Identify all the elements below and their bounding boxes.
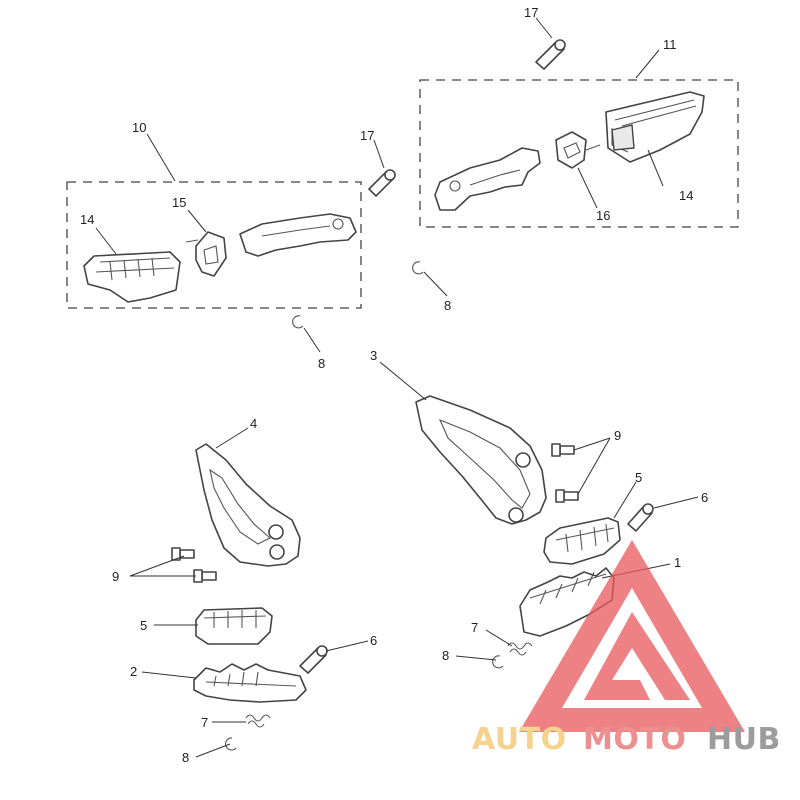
- callout-5-right: 5: [635, 470, 642, 485]
- bolt-9-c: [171, 547, 195, 561]
- callout-9-right: 9: [614, 428, 621, 443]
- callout-8-d: 8: [182, 750, 189, 765]
- pin-6-right: [627, 503, 654, 532]
- spring-7-right: [507, 642, 533, 656]
- callout-2: 2: [130, 664, 137, 679]
- callout-11: 11: [663, 37, 677, 52]
- circlip-8-d: [225, 737, 237, 751]
- pin-17-top: [535, 39, 566, 70]
- group-box-11: [419, 79, 739, 228]
- circlip-8-b: [292, 315, 304, 329]
- rubber-mount-16: [555, 131, 601, 169]
- callout-8-a: 8: [444, 298, 451, 313]
- callout-14-left: 14: [80, 212, 94, 227]
- group-box-10: [66, 181, 362, 309]
- hanger-bracket-3: [415, 395, 547, 525]
- logo-text-hub: HUB: [707, 722, 781, 757]
- callout-5-left: 5: [140, 618, 147, 633]
- callout-10: 10: [132, 120, 146, 135]
- callout-7-left: 7: [201, 715, 208, 730]
- footpeg-hanger-right: [434, 147, 541, 211]
- footpeg-2-left: [193, 663, 307, 703]
- circlip-8-a: [412, 261, 424, 275]
- circlip-8-c: [492, 655, 504, 669]
- callout-6-left: 6: [370, 633, 377, 648]
- automotohub-logo: AUTO MOTO HUB: [472, 540, 781, 757]
- hanger-bracket-4: [195, 443, 301, 567]
- footpeg-rubber-5-left: [195, 607, 273, 645]
- callout-3: 3: [370, 348, 377, 363]
- footpeg-rubber-14-left: [83, 251, 181, 303]
- footpeg-1-right: [519, 567, 615, 637]
- callout-8-b: 8: [318, 356, 325, 371]
- bolt-9-d: [193, 569, 217, 583]
- logo-triangle-inner-icon: [584, 612, 690, 700]
- footpeg-hanger-left: [239, 213, 357, 257]
- callout-17-top: 17: [524, 5, 538, 20]
- callout-14-right: 14: [679, 188, 693, 203]
- pin-17-middle: [368, 169, 396, 197]
- callout-4: 4: [250, 416, 257, 431]
- logo-triangle-icon: [519, 540, 745, 732]
- callout-17-middle: 17: [360, 128, 374, 143]
- spring-7-left: [245, 714, 271, 728]
- pin-6-left: [299, 645, 328, 674]
- bolt-9-a: [551, 443, 575, 457]
- callout-7-right: 7: [471, 620, 478, 635]
- footpeg-rubber-5-right: [543, 517, 621, 565]
- rubber-mount-15: [185, 231, 227, 277]
- callout-1: 1: [674, 555, 681, 570]
- logo-text-moto: MOTO: [583, 722, 686, 757]
- logo-text-auto: AUTO: [472, 722, 567, 757]
- callout-9-left: 9: [112, 569, 119, 584]
- bolt-9-b: [555, 489, 579, 503]
- leader-lines: [95, 17, 699, 758]
- callout-15: 15: [172, 195, 186, 210]
- callout-8-c: 8: [442, 648, 449, 663]
- callout-6-right: 6: [701, 490, 708, 505]
- callout-16: 16: [596, 208, 610, 223]
- footpeg-rubber-14-right: [605, 91, 705, 163]
